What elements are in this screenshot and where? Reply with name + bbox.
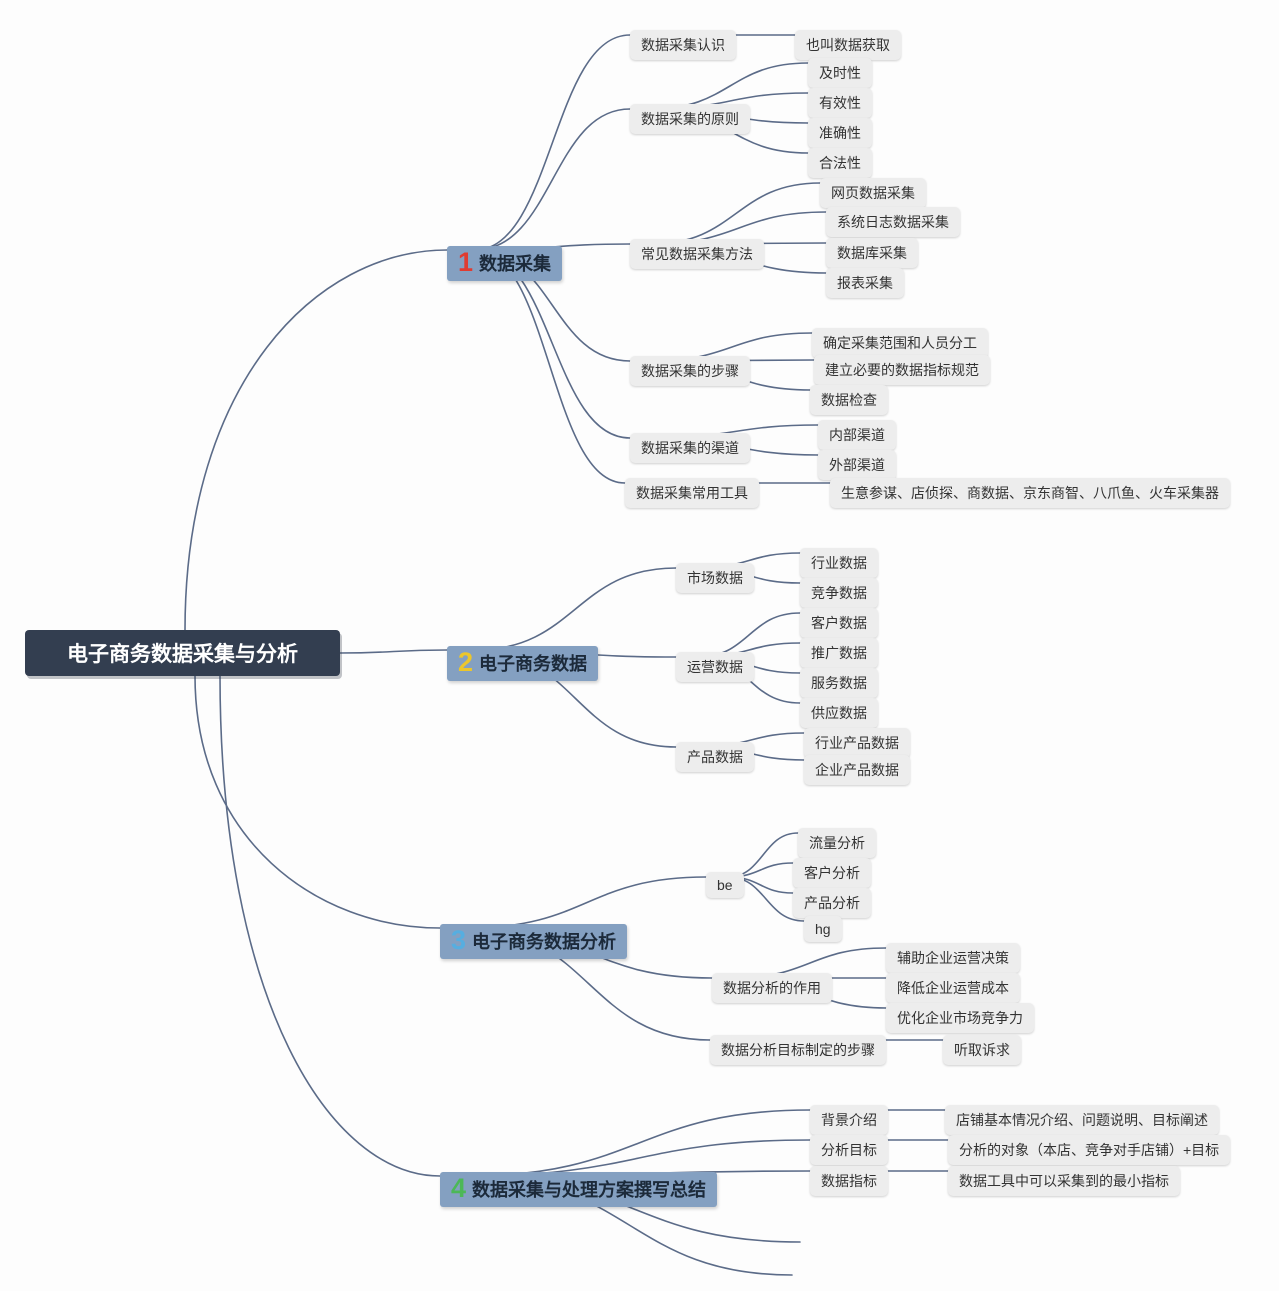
topic-node-l28[interactable]: 辅助企业运营决策 xyxy=(886,943,1020,973)
edge-t31-l24 xyxy=(727,832,799,878)
topic-node-l11[interactable]: 建立必要的数据指标规范 xyxy=(814,355,990,385)
topic-node-l23[interactable]: 企业产品数据 xyxy=(804,755,910,785)
branch-label: 数据采集与处理方案撰写总结 xyxy=(472,1179,707,1200)
topic-node-l20[interactable]: 服务数据 xyxy=(800,668,878,698)
edge-b1-t11 xyxy=(474,34,631,251)
topic-node-l16[interactable]: 行业数据 xyxy=(800,548,878,578)
topic-node-t23[interactable]: 产品数据 xyxy=(676,742,754,772)
topic-node-l02[interactable]: 及时性 xyxy=(808,58,872,88)
topic-node-l17[interactable]: 竞争数据 xyxy=(800,578,878,608)
edge-root-b2 xyxy=(339,649,448,654)
topic-node-l27[interactable]: hg xyxy=(804,916,842,942)
topic-node-t13[interactable]: 常见数据采集方法 xyxy=(630,239,764,269)
branch-number: 1 xyxy=(458,247,474,277)
branch-label: 数据采集 xyxy=(479,253,552,274)
branch-label: 电子商务数据分析 xyxy=(472,931,617,952)
topic-node-t42[interactable]: 分析目标 xyxy=(810,1135,888,1165)
topic-node-l21[interactable]: 供应数据 xyxy=(800,698,878,728)
edge-b1-t16 xyxy=(474,249,626,484)
topic-node-l09[interactable]: 报表采集 xyxy=(826,268,904,298)
topic-node-l33[interactable]: 分析的对象（本店、竞争对手店铺）+目标 xyxy=(948,1135,1231,1165)
edge-b1-t12 xyxy=(474,108,631,251)
edge-b2-t21 xyxy=(474,567,677,651)
topic-node-l19[interactable]: 推广数据 xyxy=(800,638,878,668)
topic-node-l05[interactable]: 合法性 xyxy=(808,148,872,178)
topic-node-t21[interactable]: 市场数据 xyxy=(676,563,754,593)
topic-node-t32[interactable]: 数据分析的作用 xyxy=(712,973,832,1003)
edge-root-b1 xyxy=(184,249,448,631)
topic-node-l15[interactable]: 生意参谋、店侦探、商数据、京东商智、八爪鱼、火车采集器 xyxy=(830,478,1230,508)
topic-node-t14[interactable]: 数据采集的步骤 xyxy=(630,356,750,386)
topic-node-l34[interactable]: 数据工具中可以采集到的最小指标 xyxy=(948,1166,1180,1196)
topic-node-t31[interactable]: be xyxy=(706,872,744,898)
branch-number: 2 xyxy=(458,647,474,677)
edge-t12-l02 xyxy=(651,62,809,110)
edge-b4-t41 xyxy=(467,1109,811,1177)
topic-node-t12[interactable]: 数据采集的原则 xyxy=(630,104,750,134)
branch-number: 3 xyxy=(451,925,467,955)
branch-label: 电子商务数据 xyxy=(479,653,588,674)
topic-node-l22[interactable]: 行业产品数据 xyxy=(804,728,910,758)
topic-node-l07[interactable]: 系统日志数据采集 xyxy=(826,207,960,237)
topic-node-t16[interactable]: 数据采集常用工具 xyxy=(625,478,759,508)
topic-node-l25[interactable]: 客户分析 xyxy=(793,858,871,888)
topic-node-l26[interactable]: 产品分析 xyxy=(793,888,871,918)
edge-root-b3 xyxy=(194,675,441,929)
topic-node-l32[interactable]: 店铺基本情况介绍、问题说明、目标阐述 xyxy=(945,1105,1219,1135)
topic-node-l01[interactable]: 也叫数据获取 xyxy=(795,30,901,60)
edge-b3-t31 xyxy=(467,876,707,929)
topic-node-t33[interactable]: 数据分析目标制定的步骤 xyxy=(710,1035,886,1065)
root-node[interactable]: 电子商务数据采集与分析 xyxy=(25,630,340,676)
topic-node-l29[interactable]: 降低企业运营成本 xyxy=(886,973,1020,1003)
topic-node-l31[interactable]: 听取诉求 xyxy=(943,1035,1021,1065)
topic-node-l18[interactable]: 客户数据 xyxy=(800,608,878,638)
topic-node-t15[interactable]: 数据采集的渠道 xyxy=(630,433,750,463)
edge-root-b4 xyxy=(219,675,441,1177)
topic-node-t41[interactable]: 背景介绍 xyxy=(810,1105,888,1135)
topic-node-l06[interactable]: 网页数据采集 xyxy=(820,178,926,208)
topic-node-l24[interactable]: 流量分析 xyxy=(798,828,876,858)
topic-node-l12[interactable]: 数据检查 xyxy=(810,385,888,415)
topic-node-l30[interactable]: 优化企业市场竞争力 xyxy=(886,1003,1034,1033)
topic-node-l03[interactable]: 有效性 xyxy=(808,88,872,118)
topic-node-l14[interactable]: 外部渠道 xyxy=(818,450,896,480)
topic-node-l13[interactable]: 内部渠道 xyxy=(818,420,896,450)
topic-node-t11[interactable]: 数据采集认识 xyxy=(630,30,736,60)
topic-node-l08[interactable]: 数据库采集 xyxy=(826,238,918,268)
branch-number: 4 xyxy=(451,1173,467,1203)
topic-node-l04[interactable]: 准确性 xyxy=(808,118,872,148)
topic-node-l10[interactable]: 确定采集范围和人员分工 xyxy=(812,328,988,358)
topic-node-t22[interactable]: 运营数据 xyxy=(676,652,754,682)
topic-node-t43[interactable]: 数据指标 xyxy=(810,1166,888,1196)
